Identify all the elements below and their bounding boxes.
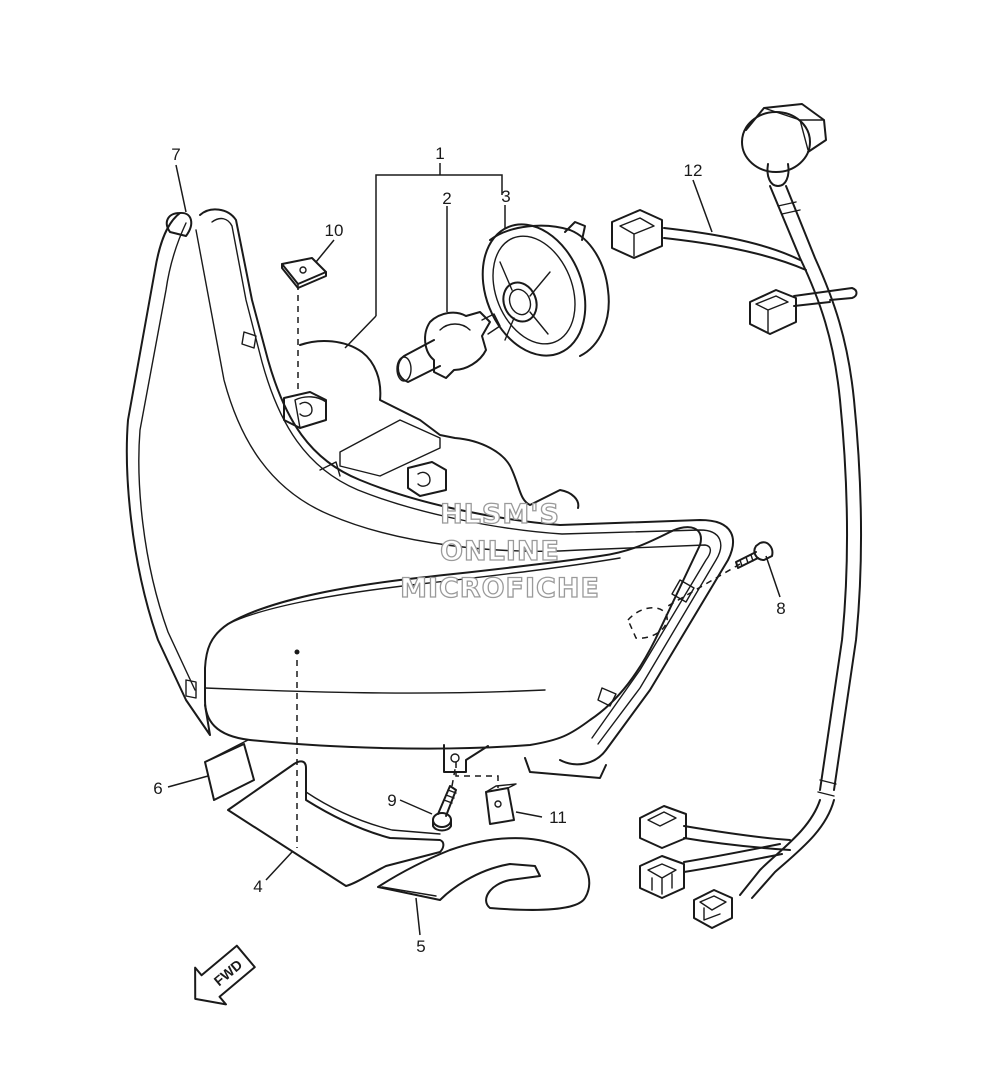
headlight-bulb [396, 311, 501, 383]
headlight-housing [125, 208, 734, 779]
callout-11: 11 [549, 808, 567, 827]
leader-lines [167, 163, 781, 936]
watermark-line-2: ONLINE [440, 536, 560, 567]
nut-clip-11 [485, 783, 517, 825]
callout-5: 5 [416, 937, 425, 956]
callout-12: 12 [684, 161, 703, 180]
arrow-icon [194, 944, 256, 1006]
nut-part [281, 257, 327, 289]
watermark-line-1: HLSM'S [440, 499, 560, 530]
callout-7: 7 [171, 145, 180, 164]
screw-9 [432, 785, 457, 832]
lower-plate-4 [227, 760, 445, 887]
callout-3: 3 [501, 187, 510, 206]
watermark: HLSM'S ONLINE MICROFICHE [399, 498, 600, 604]
callout-6: 6 [153, 779, 162, 798]
hook-plate-5 [377, 837, 591, 911]
watermark-line-3: MICROFICHE [400, 573, 600, 604]
pad-6 [204, 739, 255, 801]
forward-direction-arrow: FWD [194, 944, 256, 1006]
callout-4: 4 [253, 877, 262, 896]
callout-2: 2 [442, 189, 451, 208]
socket-cover [481, 221, 610, 357]
screw-8 [735, 541, 774, 569]
wiring-harness-12 [611, 103, 863, 929]
callout-10: 10 [325, 221, 344, 240]
fwd-label: FWD [211, 956, 246, 989]
callout-8: 8 [776, 599, 785, 618]
callout-9: 9 [387, 791, 396, 810]
callout-1: 1 [435, 144, 444, 163]
callout-labels: 1 2 3 7 10 12 8 6 9 11 4 5 [153, 144, 785, 956]
